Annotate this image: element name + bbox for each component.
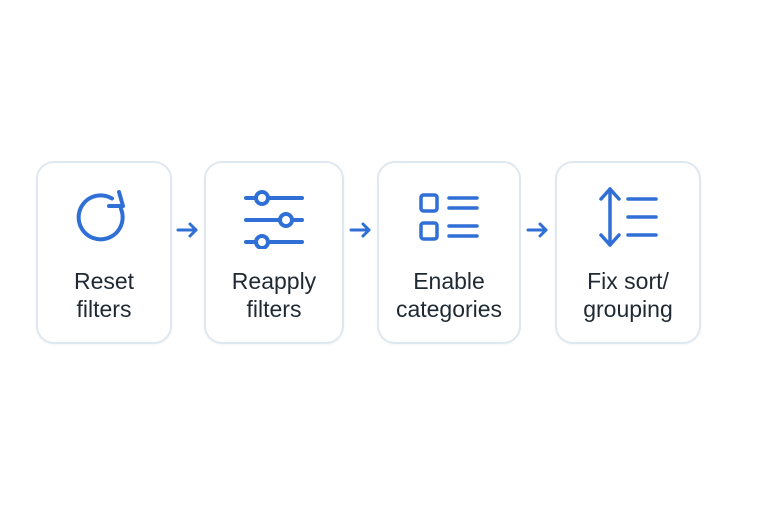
step-label: Reapply filters bbox=[231, 268, 317, 322]
step-label: Reset filters bbox=[73, 268, 135, 322]
arrow-right-icon bbox=[526, 222, 548, 238]
checklist-icon bbox=[379, 185, 519, 249]
arrow-right-icon bbox=[176, 222, 198, 238]
step-card-enable-categories: Enable categories bbox=[377, 161, 521, 344]
step-card-reapply-filters: Reapply filters bbox=[204, 161, 344, 344]
sliders-icon bbox=[206, 185, 342, 249]
refresh-icon bbox=[38, 185, 170, 249]
sort-list-icon bbox=[557, 185, 699, 249]
step-label: Fix sort/ grouping bbox=[583, 268, 673, 322]
arrow-right-icon bbox=[349, 222, 371, 238]
step-card-reset-filters: Reset filters bbox=[36, 161, 172, 344]
step-label: Enable categories bbox=[395, 268, 503, 322]
step-card-fix-sort-grouping: Fix sort/ grouping bbox=[555, 161, 701, 344]
